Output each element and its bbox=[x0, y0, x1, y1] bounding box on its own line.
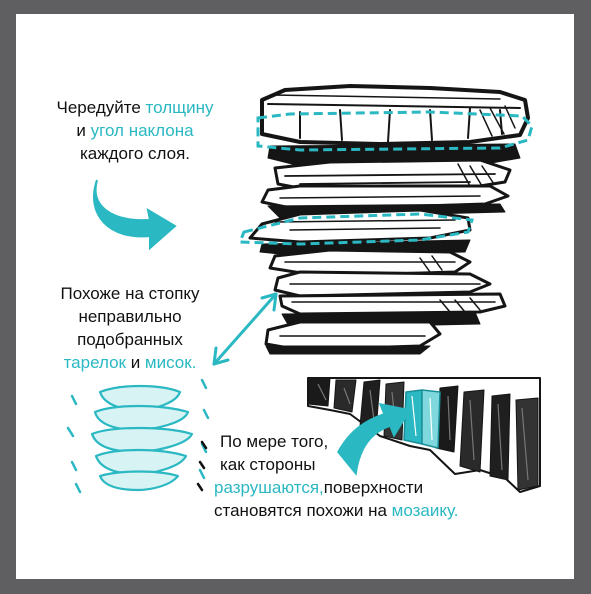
thickness-highlight bbox=[237, 110, 534, 246]
bowl-motion-ticks bbox=[66, 378, 210, 494]
mosaic-drawing bbox=[307, 377, 541, 493]
text3-line1: По мере того, bbox=[220, 432, 329, 451]
short-arrow-icon bbox=[337, 402, 412, 476]
text3-line3: разрушаются,поверхности bbox=[214, 478, 424, 497]
bowl-stack-drawing bbox=[90, 384, 194, 492]
instruction-text-2: Похоже на стопку неправильно подобранных… bbox=[30, 282, 230, 374]
text2-line2: неправильно bbox=[78, 307, 182, 326]
text2-line1: Похоже на стопку bbox=[60, 284, 200, 303]
text1-line3: каждого слоя. bbox=[79, 144, 190, 163]
text3-line2: как стороны bbox=[220, 455, 316, 474]
instruction-text-1: Чередуйте толщину и угол наклона каждого… bbox=[20, 96, 250, 165]
bullet-ticks bbox=[196, 440, 208, 492]
text1-line1: Чередуйте толщину bbox=[56, 98, 214, 117]
text2-line3: подобранных bbox=[77, 330, 183, 349]
text3-line4: становятся похожи на мозаику. bbox=[214, 501, 459, 520]
instruction-text-3: По мере того, как стороны разрушаются,по… bbox=[214, 430, 504, 522]
text1-line2: и угол наклона bbox=[76, 121, 194, 140]
text2-line4: тарелок и мисок. bbox=[63, 353, 197, 372]
double-arrow-icon bbox=[212, 292, 278, 366]
curved-arrow-icon bbox=[92, 179, 177, 251]
